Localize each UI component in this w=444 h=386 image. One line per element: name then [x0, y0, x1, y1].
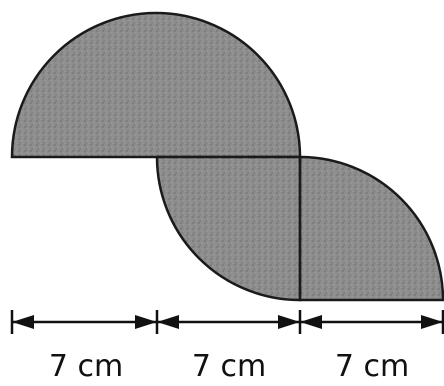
- right-quarter-circle-shape: [298, 155, 444, 302]
- dimension-label-left: 7 cm: [49, 349, 123, 384]
- middle-quarter-circle-shape: [155, 155, 302, 302]
- dimension-arrowheads: [12, 315, 443, 329]
- dimension-line: [10, 310, 444, 334]
- dimension-label-right: 7 cm: [335, 349, 409, 384]
- semicircle-shape: [10, 11, 302, 159]
- dimension-label-middle: 7 cm: [192, 349, 266, 384]
